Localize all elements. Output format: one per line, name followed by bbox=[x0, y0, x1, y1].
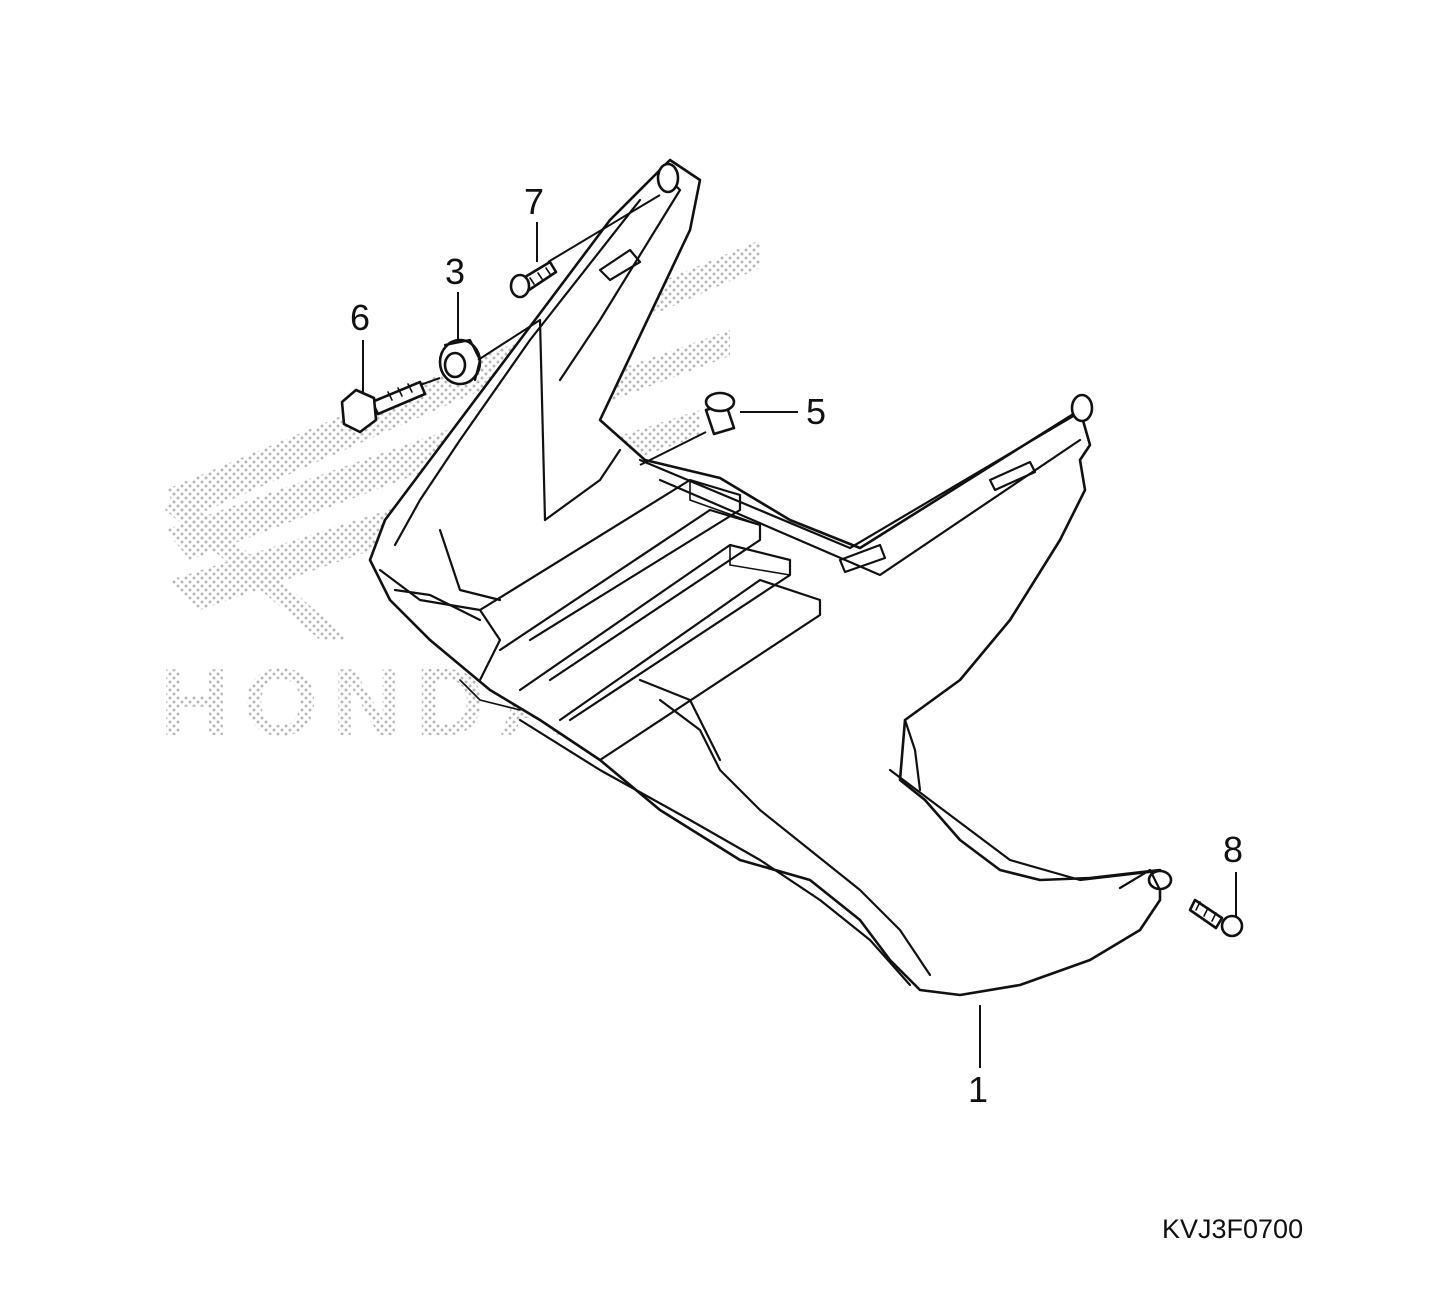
screw-part-7 bbox=[509, 260, 558, 299]
callout-5: 5 bbox=[806, 391, 826, 432]
callout-8: 8 bbox=[1223, 829, 1243, 870]
screw-part-8 bbox=[1188, 898, 1244, 938]
leader-lines bbox=[362, 194, 1237, 1068]
clip-part-5 bbox=[704, 391, 736, 436]
grommet-part-3 bbox=[438, 338, 482, 386]
callout-3: 3 bbox=[445, 251, 465, 292]
callout-6: 6 bbox=[350, 297, 370, 338]
drawing-code: KVJ3F0700 bbox=[1162, 1214, 1303, 1244]
under-cover-part bbox=[368, 158, 1173, 997]
bolt-part-6 bbox=[340, 380, 427, 434]
callout-1: 1 bbox=[968, 1069, 988, 1110]
callout-7: 7 bbox=[524, 181, 544, 222]
